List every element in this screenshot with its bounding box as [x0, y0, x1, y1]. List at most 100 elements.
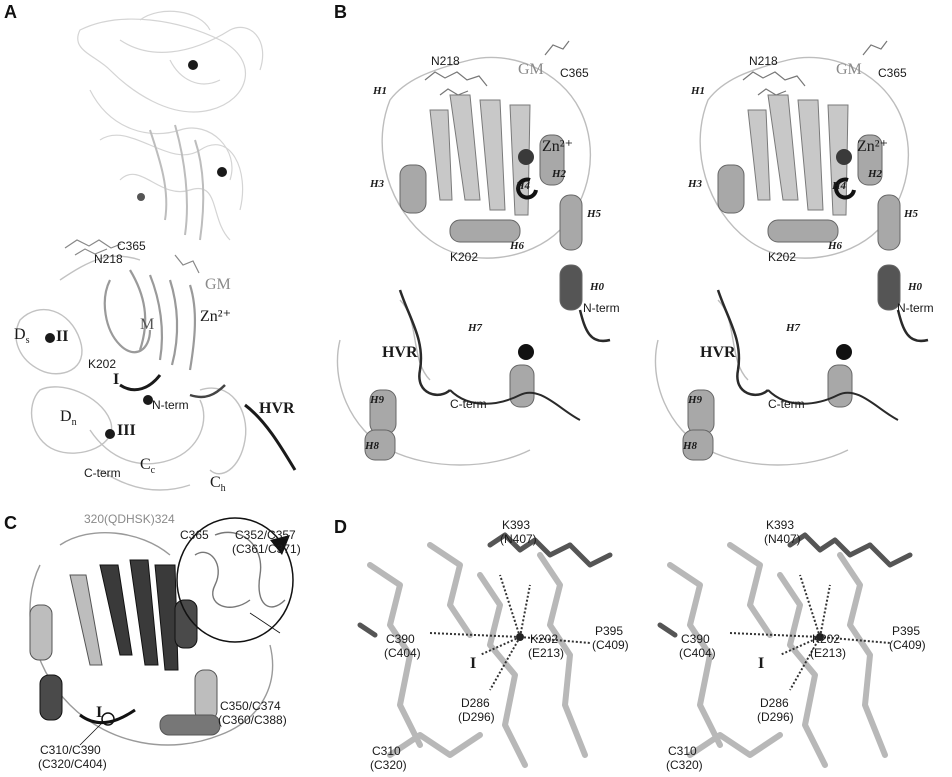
label-h7: H7 [786, 322, 800, 335]
label-i: I [113, 373, 119, 386]
panel-a: A C365 N218 GM Zn²⁺ Ds II M K202 I N-ter… [0, 0, 330, 500]
label-k202: K202 [450, 251, 478, 264]
label-c361: (C361/C371) [232, 543, 301, 556]
panel-d-structure [330, 505, 952, 777]
label-c365: C365 [878, 67, 907, 80]
label-n218: N218 [431, 55, 460, 68]
label-h5: H5 [587, 208, 601, 221]
label-n407: (N407) [764, 533, 801, 546]
label-k202: K202 [88, 358, 116, 371]
label-h0: H0 [908, 281, 922, 294]
label-c365: C365 [560, 67, 589, 80]
label-gm: GM [205, 278, 231, 291]
label-c360: (C360/C388) [218, 714, 287, 727]
metal-ion-icon [45, 333, 55, 343]
label-h6: H6 [510, 240, 524, 253]
panel-c: C 320(QDHSK)324 C365 C352/C357 (C361/C37… [0, 505, 330, 777]
label-c320: (C320) [370, 759, 407, 772]
label-domain-ii: II [56, 330, 68, 343]
zinc-ion-icon [516, 633, 524, 641]
label-h0: H0 [590, 281, 604, 294]
label-h3: H3 [688, 178, 702, 191]
label-e213: (E213) [810, 647, 846, 660]
panel-b-letter: B [334, 2, 347, 23]
label-cc: Cc [140, 458, 155, 477]
label-c409: (C409) [592, 639, 629, 652]
label-c350: C350/C374 [220, 700, 281, 713]
label-c320: (C320/C404) [38, 758, 107, 771]
label-h9: H9 [370, 394, 384, 407]
label-h6: H6 [828, 240, 842, 253]
label-zn: Zn²⁺ [542, 140, 573, 153]
label-hvr: HVR [259, 402, 295, 415]
label-cterm: C-term [84, 467, 121, 480]
label-p395: P395 [892, 625, 920, 638]
label-cterm: C-term [450, 398, 487, 411]
label-h1: H1 [373, 85, 387, 98]
panel-a-structure [0, 0, 330, 500]
label-c409: (C409) [889, 639, 926, 652]
metal-ion-icon [188, 60, 198, 70]
label-k393: K393 [766, 519, 794, 532]
label-n218: N218 [749, 55, 778, 68]
label-h2: H2 [552, 168, 566, 181]
label-e213: (E213) [528, 647, 564, 660]
label-d286: D286 [461, 697, 490, 710]
label-domain-iii: III [117, 424, 136, 437]
label-h2: H2 [868, 168, 882, 181]
metal-ion-icon [105, 429, 115, 439]
label-m: M [140, 318, 154, 331]
panel-d: D K393 (N407) C390 (C404) K202 (E213) P3… [330, 505, 952, 777]
label-hvr: HVR [700, 346, 736, 359]
label-zn: Zn²⁺ [857, 140, 888, 153]
label-k202: K202 [530, 633, 558, 646]
label-h8: H8 [365, 440, 379, 453]
label-h7: H7 [468, 322, 482, 335]
zinc-ion-icon [518, 149, 534, 165]
label-c320: (C320) [666, 759, 703, 772]
panel-d-letter: D [334, 517, 347, 538]
label-i: I [96, 706, 102, 719]
label-ch: Ch [210, 476, 226, 495]
label-hvr: HVR [382, 346, 418, 359]
label-c310: C310 [668, 745, 697, 758]
label-h1: H1 [691, 85, 705, 98]
label-h4: H4 [516, 180, 530, 193]
label-c404: (C404) [384, 647, 421, 660]
label-ds: Ds [14, 328, 29, 347]
panel-a-letter: A [4, 2, 17, 23]
label-nterm: N-term [897, 302, 934, 315]
label-nterm: N-term [583, 302, 620, 315]
panel-c-letter: C [4, 513, 17, 534]
label-d286: D286 [760, 697, 789, 710]
label-c365: C365 [180, 529, 209, 542]
label-h9: H9 [688, 394, 702, 407]
label-n218: N218 [94, 253, 123, 266]
label-h8: H8 [683, 440, 697, 453]
label-c310: C310 [372, 745, 401, 758]
zinc-ion-icon [836, 149, 852, 165]
metal-ion-icon [518, 344, 534, 360]
metal-ion-icon [836, 344, 852, 360]
panel-b: B N218 GM C365 H1 Zn²⁺ H3 H4 H2 H5 H6 K2… [330, 0, 952, 500]
label-c352: C352/C357 [235, 529, 296, 542]
label-d296: (D296) [757, 711, 794, 724]
label-zn: Zn²⁺ [200, 310, 231, 323]
label-qdhsk: 320(QDHSK)324 [84, 513, 175, 526]
label-c390: C390 [681, 633, 710, 646]
label-c404: (C404) [679, 647, 716, 660]
label-k202: K202 [812, 633, 840, 646]
label-k393: K393 [502, 519, 530, 532]
label-h3: H3 [370, 178, 384, 191]
label-d296: (D296) [458, 711, 495, 724]
label-nterm: N-term [152, 399, 189, 412]
label-c390: C390 [386, 633, 415, 646]
label-n407: (N407) [500, 533, 537, 546]
label-gm: GM [518, 63, 544, 76]
label-i: I [758, 657, 764, 670]
metal-ion-icon [137, 193, 145, 201]
label-i: I [470, 657, 476, 670]
metal-ion-icon [217, 167, 227, 177]
label-k202: K202 [768, 251, 796, 264]
label-p395: P395 [595, 625, 623, 638]
